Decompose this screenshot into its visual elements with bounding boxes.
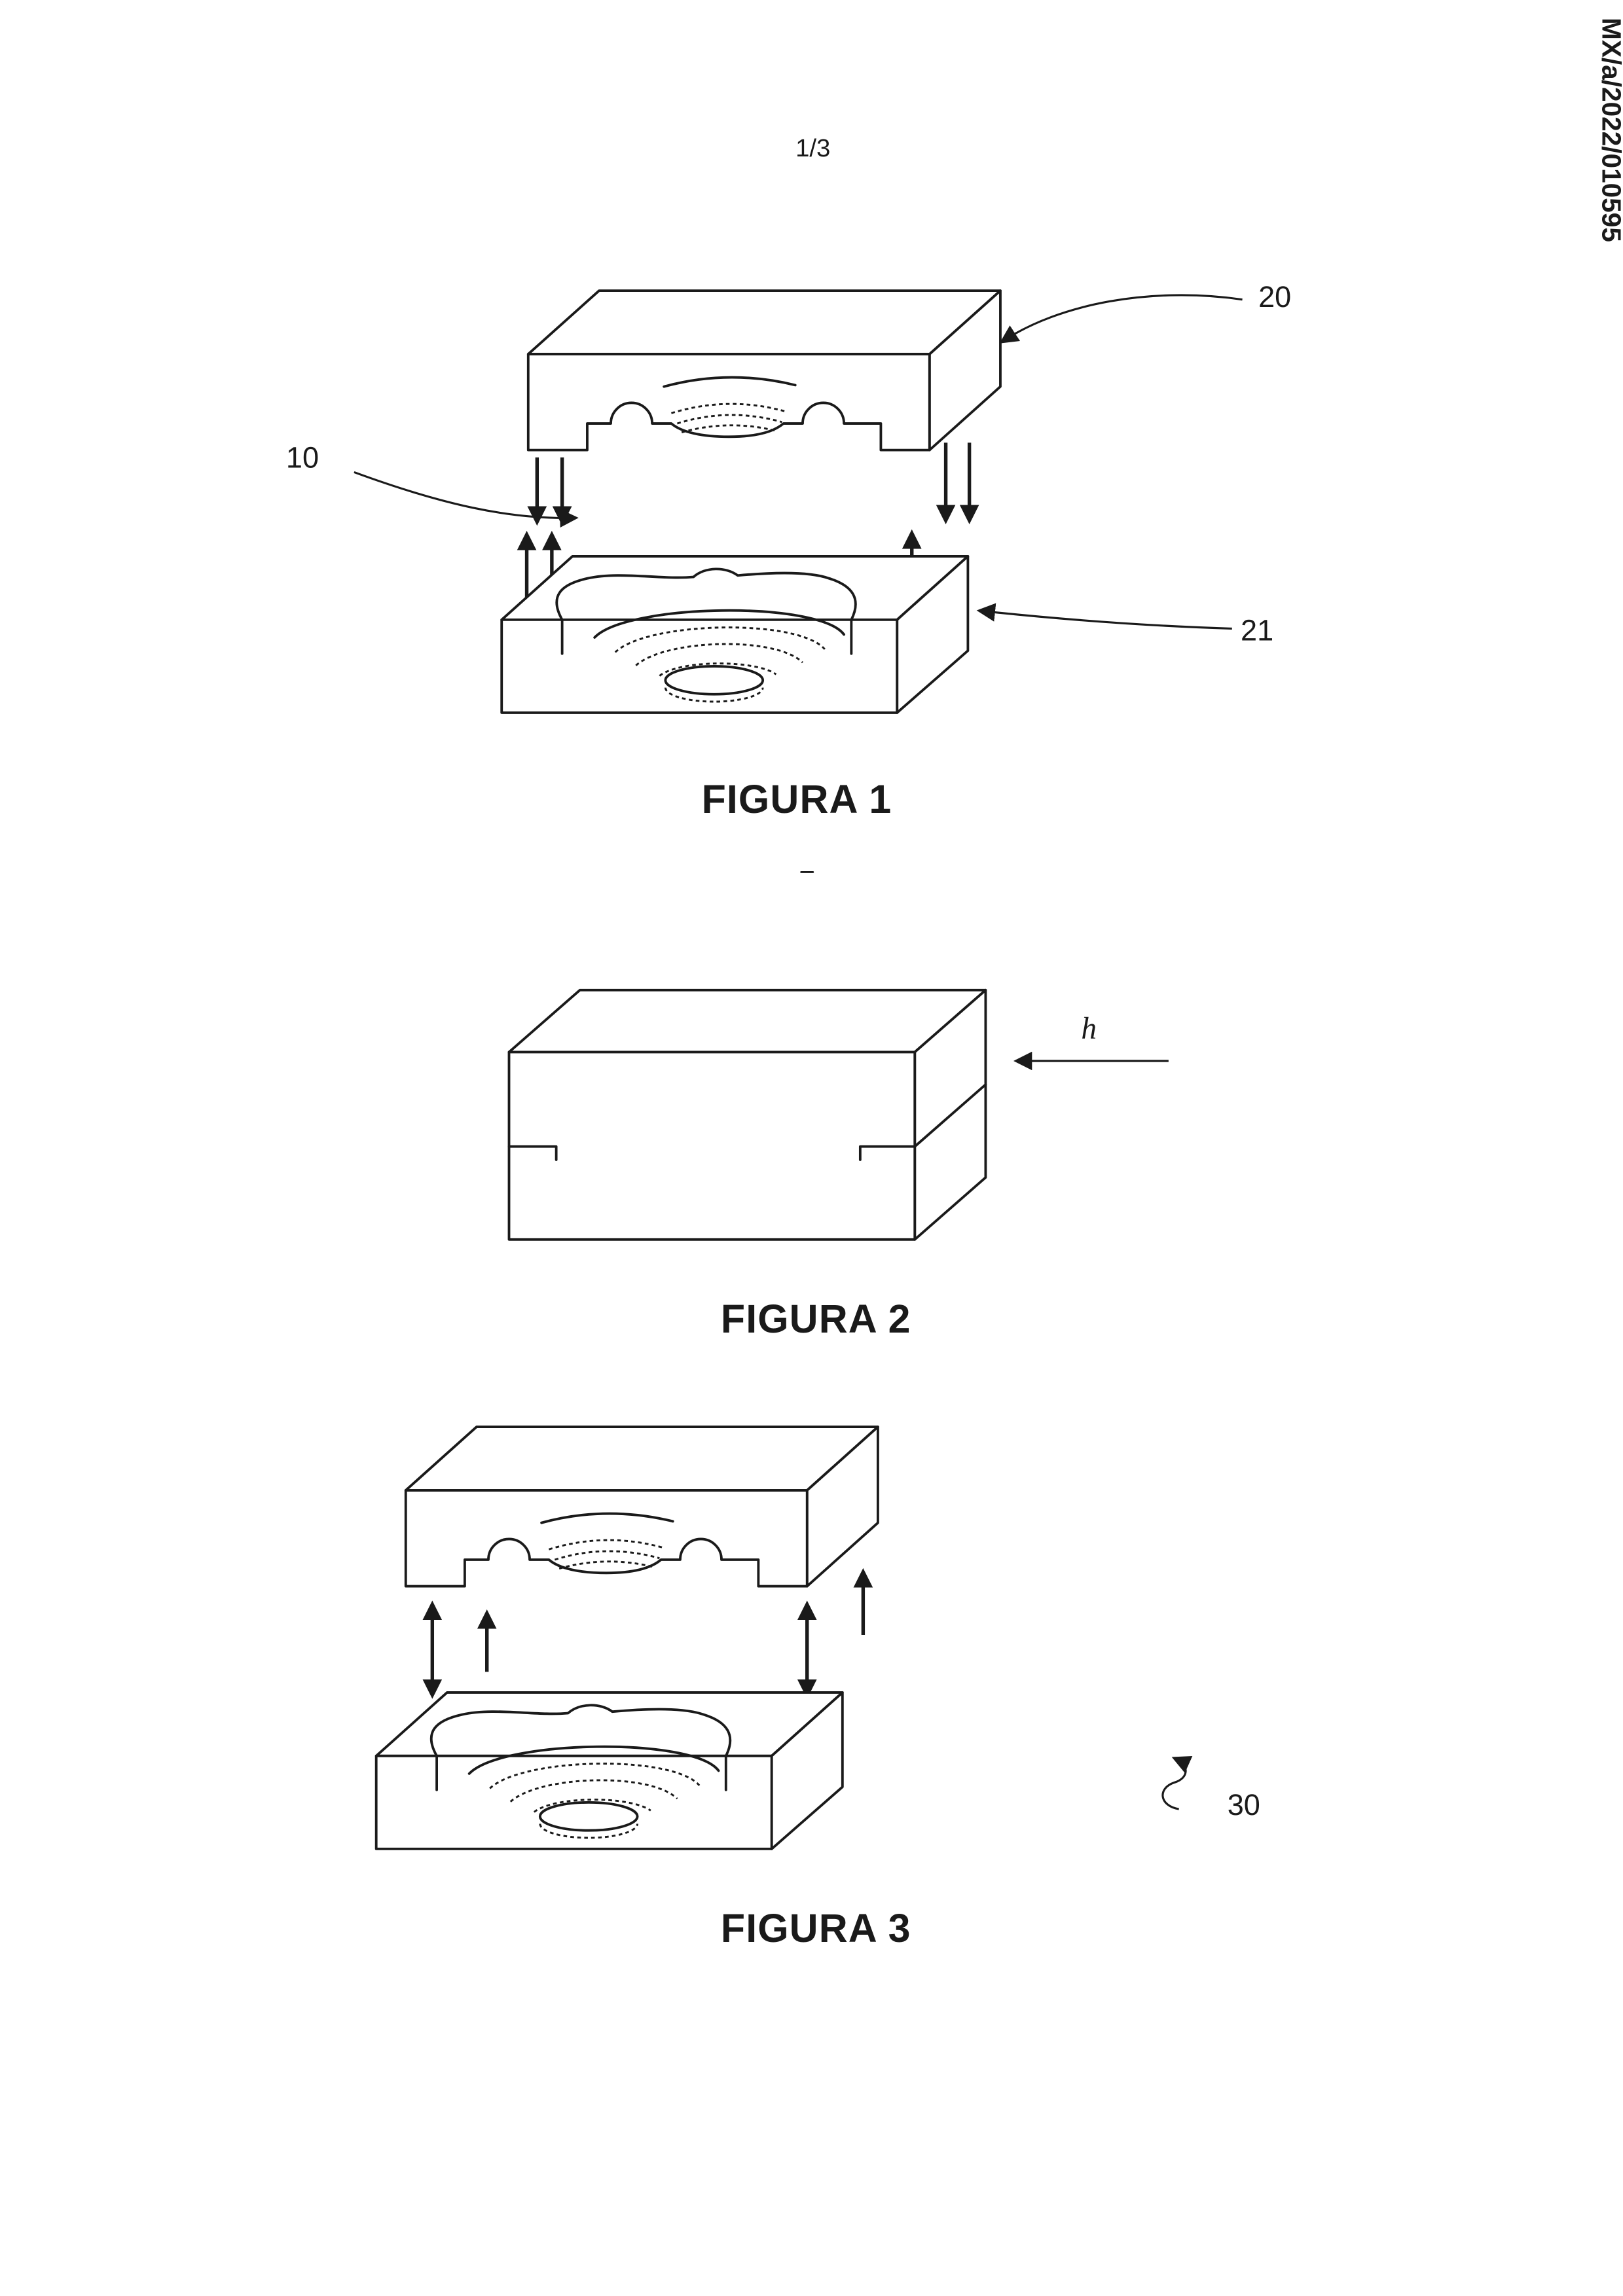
fig1-upper-hatch-line — [676, 414, 782, 425]
fig1-label-21: 21 — [1241, 613, 1273, 647]
fig1-leader-20 — [999, 294, 1243, 344]
sheet-number: 1/3 — [795, 134, 830, 162]
fig2-label-h: h — [1081, 1012, 1097, 1046]
fig2-parting-line-right — [858, 1145, 917, 1161]
fig3-upper-front-face — [404, 1489, 809, 1588]
fig3-lower-hatch-arc — [489, 1763, 701, 1789]
fig3-upper-hatch-line — [558, 1560, 654, 1570]
fig1-upper-cavity-arc — [663, 376, 797, 388]
fig1-caption: FIGURA 1 — [702, 777, 892, 821]
fig1-lower-mold-block — [500, 555, 970, 714]
fig2-caption: FIGURA 2 — [721, 1297, 911, 1341]
fig2-closed-mold-block — [507, 988, 987, 1241]
fig2-front-face — [507, 1050, 917, 1241]
fig3-lower-center-boss — [538, 1801, 639, 1832]
fig3-label-30: 30 — [1228, 1788, 1260, 1821]
fig3-upper-cavity-arc — [540, 1512, 674, 1524]
fig1-leader-10 — [354, 471, 579, 528]
fig1-lower-cavity-outline — [555, 567, 857, 621]
fig1-lower-center-boss — [664, 664, 765, 696]
fig1-upper-hatch-line — [670, 403, 787, 414]
fig3-upper-hatch-line — [548, 1539, 665, 1551]
fig3-upper-hatch-line — [554, 1550, 660, 1561]
figure-3: 30 FIGURA 3 — [374, 1426, 1260, 1950]
figure-1: 20 10 21 FIGURA 1 — [286, 280, 1291, 873]
fig3-leader-30 — [1161, 1756, 1193, 1810]
fig3-lower-boss-base — [539, 1823, 639, 1839]
fig3-upper-mold-block — [404, 1426, 879, 1588]
fig1-lower-hatch-arc — [614, 626, 826, 653]
application-number: MX/a/2022/010595 — [1596, 18, 1623, 242]
fig3-lower-cavity-outline — [429, 1704, 732, 1757]
fig1-upper-front-face — [526, 353, 931, 452]
fig1-lower-cavity-arc — [593, 609, 845, 639]
fig3-lower-cavity-arc — [467, 1745, 720, 1775]
fig2-parting-line-left — [507, 1145, 558, 1161]
fig2-top-face — [507, 988, 987, 1054]
fig3-caption: FIGURA 3 — [721, 1906, 911, 1950]
fig1-lower-hatch-arc — [635, 643, 804, 666]
fig1-upper-mold-block — [526, 289, 1002, 452]
fig1-lower-boss-base — [664, 687, 764, 703]
fig3-upper-top-face — [404, 1426, 879, 1492]
fig2-parting-line-side — [913, 1083, 987, 1148]
fig1-label-20: 20 — [1258, 280, 1291, 314]
fig1-leader-21 — [976, 603, 1232, 630]
fig3-lower-mold-block — [374, 1691, 844, 1850]
fig1-upper-hatch-line — [681, 424, 776, 433]
fig1-upper-top-face — [526, 289, 1002, 355]
fig1-label-10: 10 — [286, 441, 319, 475]
figure-2: h FIGURA 2 — [507, 988, 1169, 1341]
fig3-lower-hatch-arc — [509, 1779, 678, 1803]
